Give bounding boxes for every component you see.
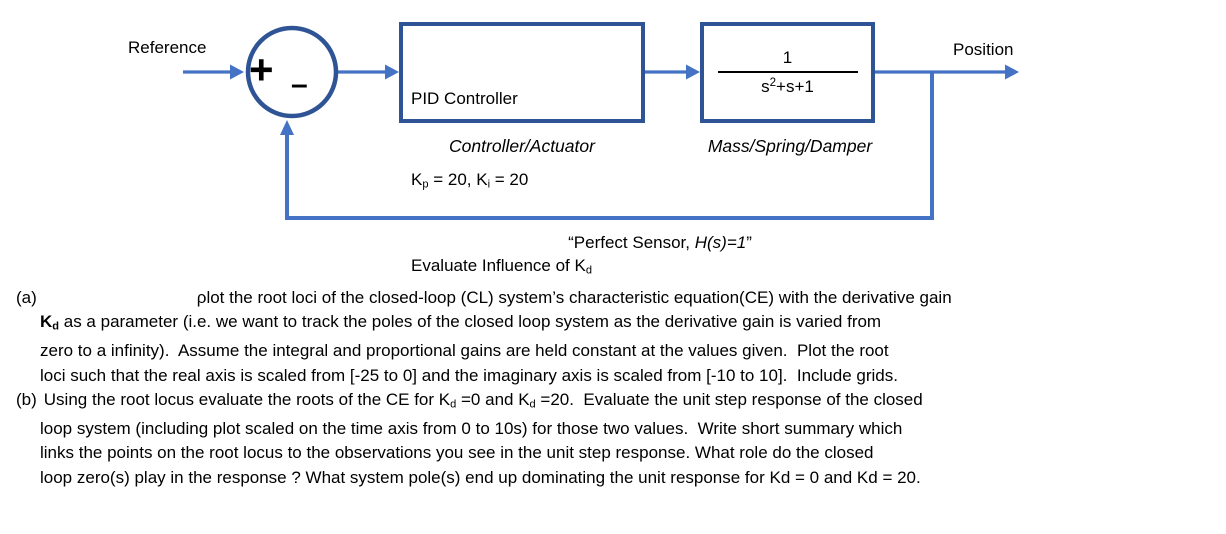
- reference-label: Reference: [128, 38, 207, 57]
- minus-sign: –: [291, 68, 308, 101]
- controller-gains: Kp = 20, Ki = 20: [411, 170, 529, 191]
- controller-evaluate: Evaluate Influence of Kd: [411, 256, 592, 277]
- item-a: (a)ρlot the root loci of the closed-loop…: [0, 286, 1216, 388]
- perfect-sensor-label: “Perfect Sensor, H(s)=1”: [568, 233, 752, 252]
- output-arrowhead-icon: [1005, 64, 1019, 80]
- block-diagram: Reference + – PID Controller Kp = 20, Ki…: [128, 22, 1019, 277]
- error-arrowhead-icon: [385, 64, 399, 80]
- plant-denominator: s2+s+1: [761, 77, 814, 97]
- diagram-connectors: [183, 25, 1019, 220]
- plant-numerator: 1: [782, 47, 793, 67]
- assignment-text: (a)ρlot the root loci of the closed-loop…: [0, 286, 1216, 490]
- feedback-line: [285, 72, 934, 220]
- item-b-marker: (b): [16, 390, 37, 410]
- controller-block: PID Controller Kp = 20, Ki = 20 Evaluate…: [399, 22, 645, 277]
- fraction-bar: [717, 70, 858, 74]
- item-b-body: Using the root locus evaluate the roots …: [40, 390, 923, 487]
- reference-arrowhead-icon: [230, 64, 244, 80]
- feedback-arrowhead-icon: [280, 120, 294, 135]
- controller-caption: Controller/Actuator: [449, 136, 595, 156]
- item-a-marker: (a): [16, 288, 37, 307]
- position-label: Position: [953, 40, 1014, 59]
- item-b: (b)Using the root locus evaluate the roo…: [0, 388, 1216, 490]
- control-arrowhead-icon: [686, 64, 700, 80]
- plant-block: 1 s2+s+1: [700, 22, 875, 123]
- summing-junction-circle: [245, 25, 339, 119]
- plus-sign: +: [249, 46, 274, 93]
- controller-title: PID Controller: [411, 89, 518, 108]
- item-a-body: ρlot the root loci of the closed-loop (C…: [40, 288, 952, 385]
- plant-caption: Mass/Spring/Damper: [707, 136, 873, 156]
